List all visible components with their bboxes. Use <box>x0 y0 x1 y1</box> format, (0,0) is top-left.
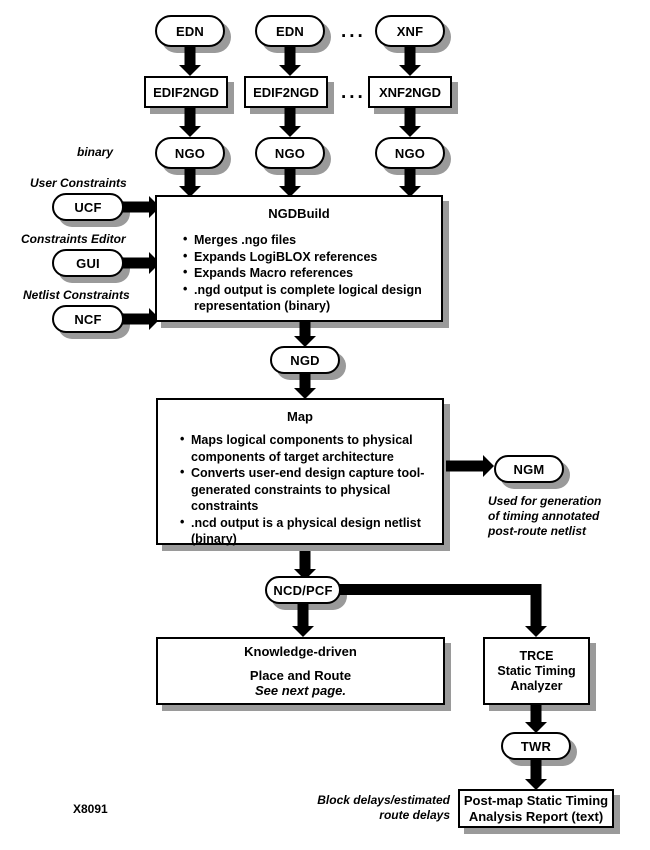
node-edn-2: EDN <box>255 15 325 47</box>
node-gui: GUI <box>52 249 124 277</box>
trce-line-1: TRCE <box>519 648 554 663</box>
node-ngm: NGM <box>494 455 564 483</box>
note-line-1: Block delays/estimated <box>317 793 450 807</box>
arrow-ncdpcf-to-trce-vertical <box>525 584 547 637</box>
node-ngdbuild: NGDBuild Merges .ngo files Expands LogiB… <box>155 195 443 322</box>
list-item: Converts user-end design capture tool-ge… <box>180 464 432 515</box>
arrow-map-to-ncdpcf <box>294 551 316 580</box>
note-line-2: route delays <box>379 808 450 822</box>
node-ngd: NGD <box>270 346 340 374</box>
arrow-ucf-to-ngdbuild <box>118 196 160 218</box>
node-xnf: XNF <box>375 15 445 47</box>
node-ucf: UCF <box>52 193 124 221</box>
node-label: NGM <box>513 461 545 477</box>
place-and-route-title: Knowledge-driven <box>244 644 357 659</box>
node-edif2ngd-1: EDIF2NGD <box>144 76 228 108</box>
note-line-1: Used for generation <box>488 494 602 508</box>
arrow-ngo3-to-ngdbuild <box>399 169 421 197</box>
node-label: NGO <box>274 145 306 161</box>
arrow-gui-to-ngdbuild <box>118 252 160 274</box>
list-item: Maps logical components to physical comp… <box>180 431 432 465</box>
node-ngo-1: NGO <box>155 137 225 169</box>
arrow-ngdbuild-to-ngd <box>294 322 316 347</box>
arrow-trce-to-twr <box>525 705 547 733</box>
arrow-ncf-to-ngdbuild <box>118 308 160 330</box>
arrow-twr-to-report <box>525 760 547 790</box>
node-map: Map Maps logical components to physical … <box>156 398 444 548</box>
list-item: Merges .ngo files <box>183 231 429 249</box>
node-ncf: NCF <box>52 305 124 333</box>
caption-constraints-editor: Constraints Editor <box>21 232 126 246</box>
caption-user-constraints: User Constraints <box>30 176 127 190</box>
label-binary: binary <box>77 145 114 159</box>
node-label: EDIF2NGD <box>253 84 319 100</box>
note-block-delays: Block delays/estimated route delays <box>290 793 450 823</box>
node-ncdpcf: NCD/PCF <box>265 576 341 604</box>
node-label: NCF <box>74 311 102 327</box>
arrow-ngd-to-map <box>294 374 316 399</box>
node-edif2ngd-2: EDIF2NGD <box>244 76 328 108</box>
arrow-ngo2-to-ngdbuild <box>279 169 301 197</box>
ellipsis-row-translator: ... <box>341 82 366 103</box>
map-bullet-list: Maps logical components to physical comp… <box>180 431 432 548</box>
node-edn-1: EDN <box>155 15 225 47</box>
report-line-1: Post-map Static Timing <box>463 792 609 808</box>
connector-ncdpcf-to-trce-horizontal <box>336 584 538 595</box>
node-label: XNF <box>396 23 424 39</box>
ellipsis-row-source: ... <box>341 21 366 42</box>
node-ngo-3: NGO <box>375 137 445 169</box>
figure-id-label: X8091 <box>73 802 108 816</box>
node-label: NGO <box>394 145 426 161</box>
node-label: EDN <box>275 23 305 39</box>
node-label: UCF <box>74 199 102 215</box>
map-title: Map <box>287 409 313 424</box>
node-place-and-route: Knowledge-driven Place and Route See nex… <box>156 637 445 705</box>
arrow-ngo1-to-ngdbuild <box>179 169 201 197</box>
arrow-edif2ngd2-to-ngo2 <box>279 108 301 137</box>
node-trce: TRCE Static Timing Analyzer <box>483 637 590 705</box>
node-label: EDN <box>175 23 205 39</box>
arrow-edif2ngd1-to-ngo1 <box>179 108 201 137</box>
arrow-xnf-to-xnf2ngd <box>399 47 421 76</box>
arrow-xnf2ngd-to-ngo3 <box>399 108 421 137</box>
caption-netlist-constraints: Netlist Constraints <box>23 288 130 302</box>
node-post-map-report: Post-map Static Timing Analysis Report (… <box>458 789 614 828</box>
arrow-edn1-to-edif2ngd1 <box>179 47 201 76</box>
place-and-route-note: See next page. <box>254 683 347 698</box>
place-and-route-subtitle: Place and Route <box>249 668 352 683</box>
node-twr: TWR <box>501 732 571 760</box>
node-xnf2ngd: XNF2NGD <box>368 76 452 108</box>
list-item: Expands LogiBLOX references <box>183 248 429 266</box>
trce-line-2: Static Timing <box>497 663 576 678</box>
node-label: GUI <box>76 255 100 271</box>
arrow-ncdpcf-to-place-and-route <box>292 604 314 637</box>
note-ngm: Used for generation of timing annotated … <box>488 494 601 539</box>
node-label: NGO <box>174 145 206 161</box>
ngdbuild-bullet-list: Merges .ngo files Expands LogiBLOX refer… <box>183 231 429 315</box>
note-line-2: of timing annotated <box>488 509 600 523</box>
node-label: XNF2NGD <box>378 84 442 100</box>
node-label: NGD <box>290 352 320 368</box>
list-item: .ncd output is a physical design netlist… <box>180 514 432 548</box>
node-label: EDIF2NGD <box>153 84 219 100</box>
trce-line-3: Analyzer <box>510 678 563 693</box>
list-item: Expands Macro references <box>183 264 429 282</box>
node-ngo-2: NGO <box>255 137 325 169</box>
arrow-map-to-ngm <box>446 455 494 477</box>
node-label: NCD/PCF <box>273 582 333 598</box>
ngdbuild-title: NGDBuild <box>268 206 330 221</box>
list-item: .ngd output is complete logical design r… <box>183 281 429 315</box>
note-line-3: post-route netlist <box>488 524 586 538</box>
node-label: TWR <box>520 738 552 754</box>
arrow-edn2-to-edif2ngd2 <box>279 47 301 76</box>
report-line-2: Analysis Report (text) <box>468 808 604 824</box>
